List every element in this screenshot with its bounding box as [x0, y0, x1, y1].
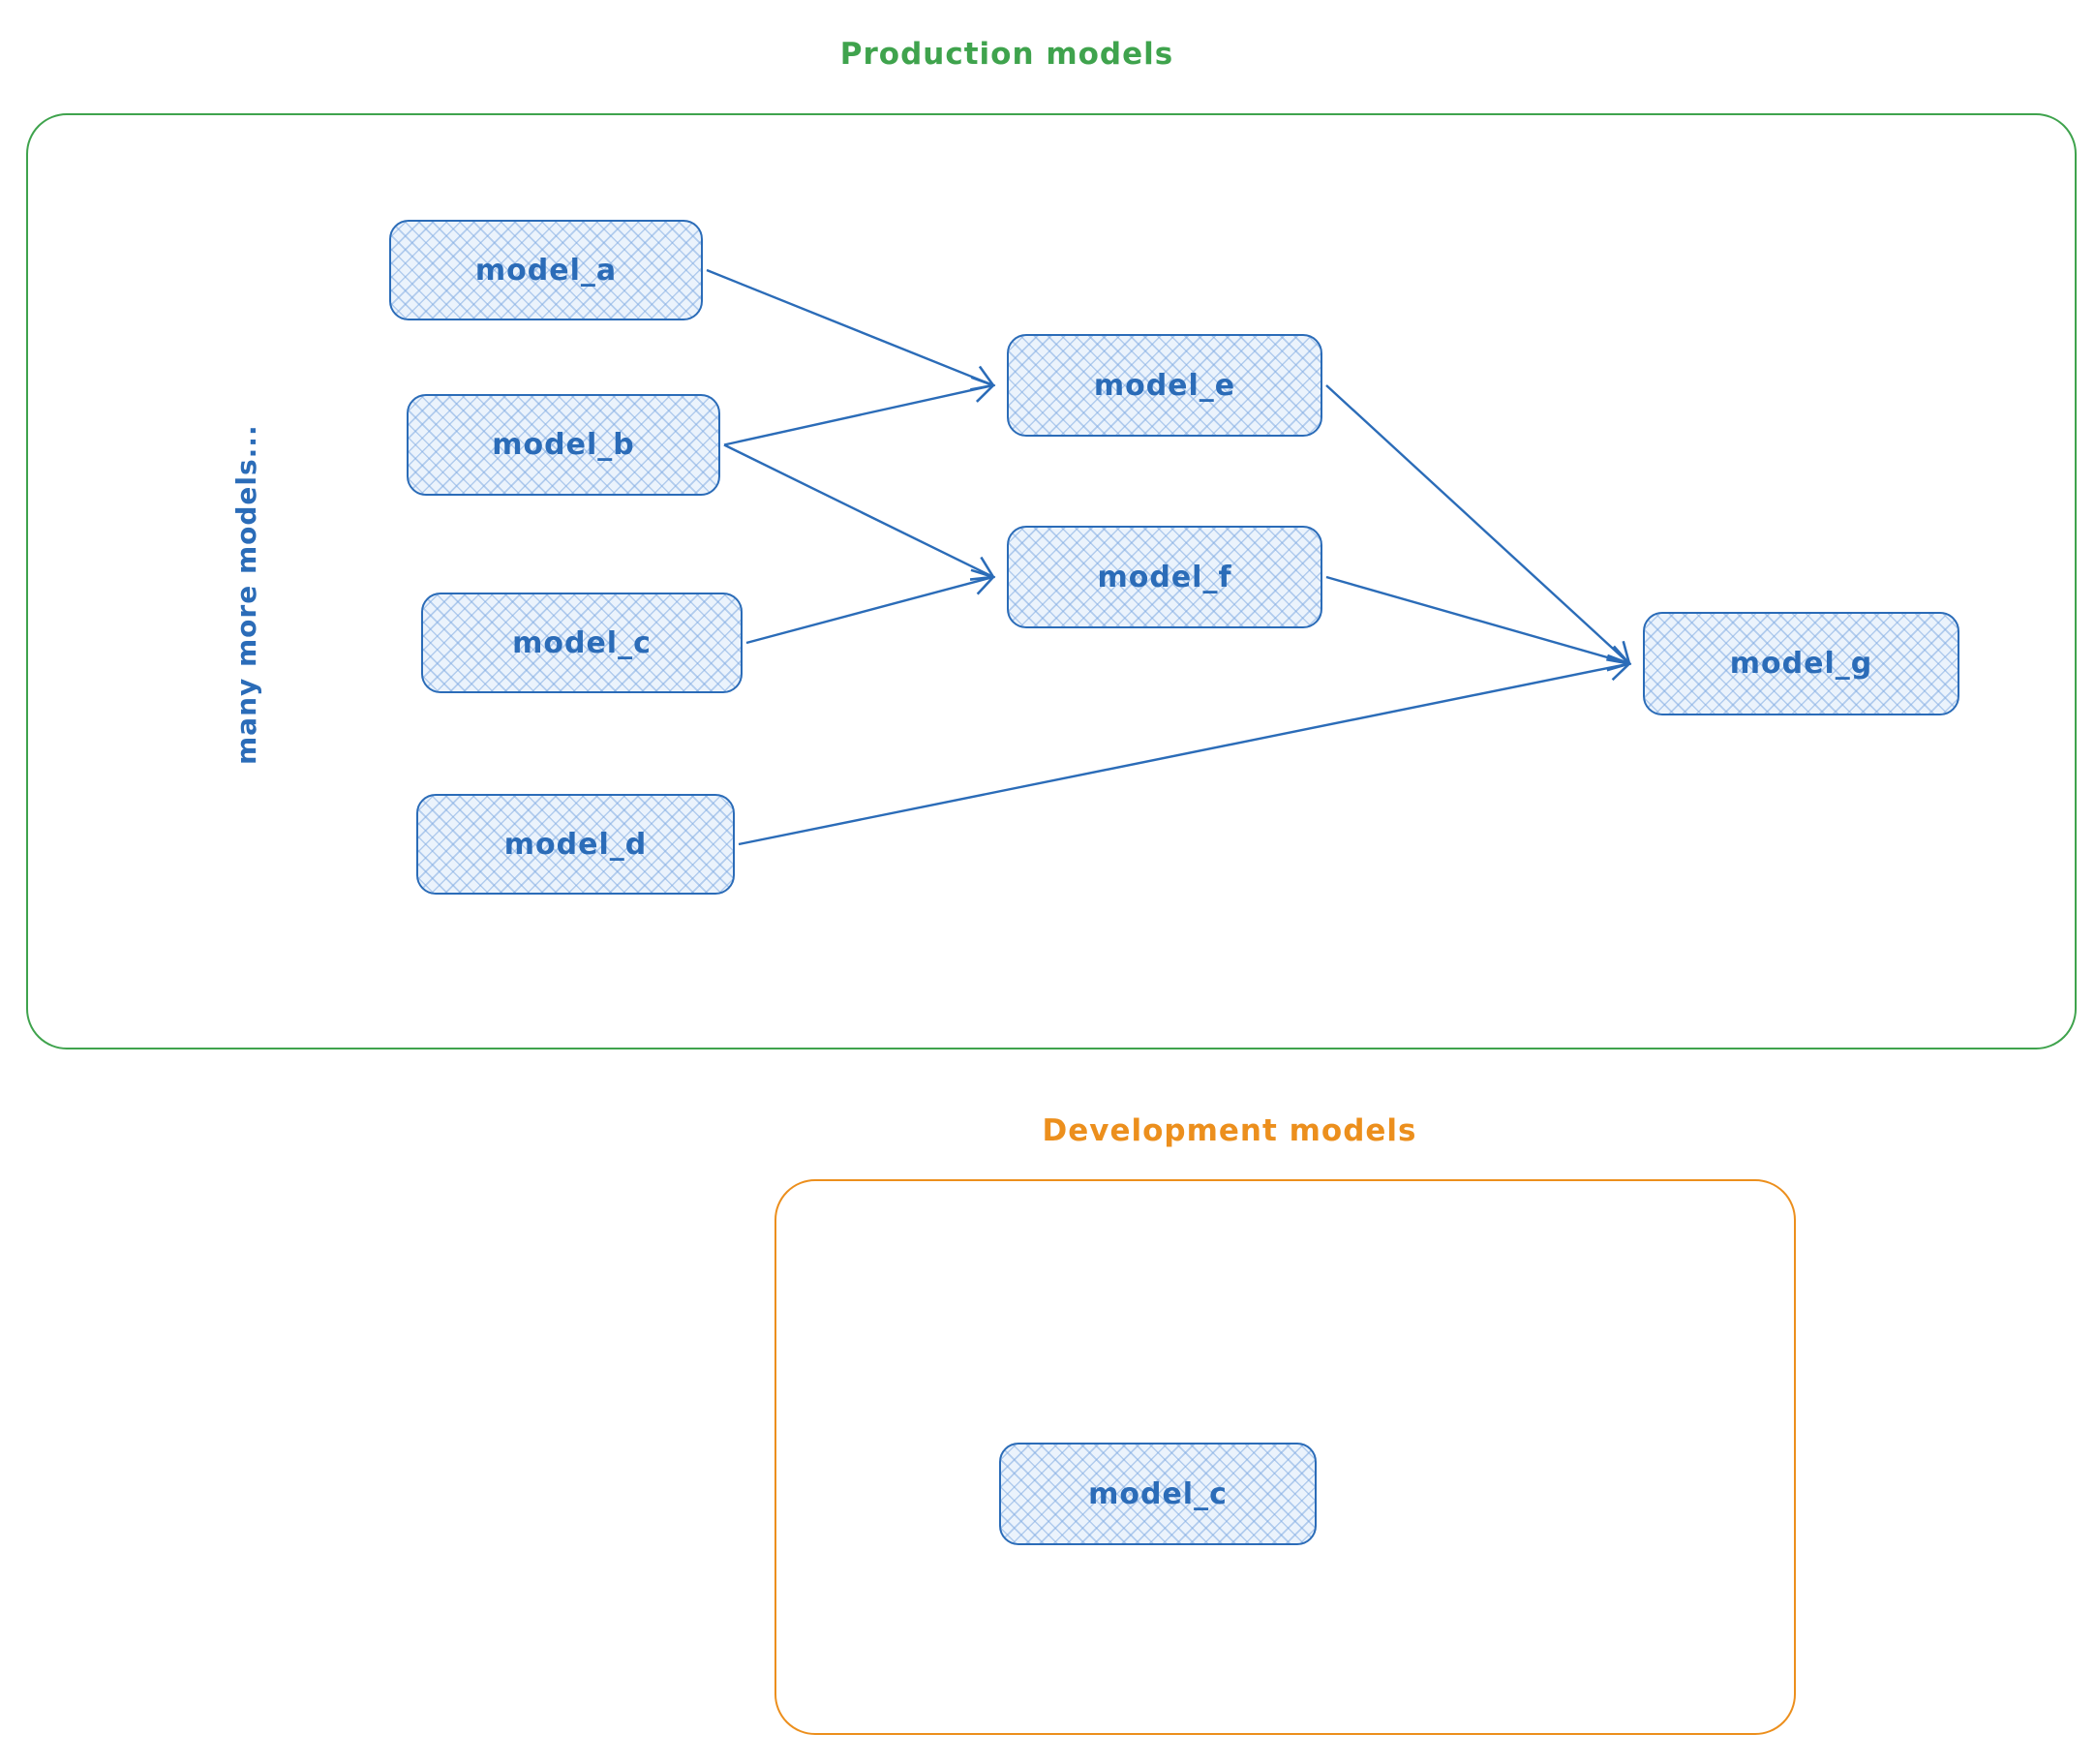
node-model-a: model_a	[389, 220, 703, 320]
production-container	[26, 113, 2077, 1049]
production-title: Production models	[839, 37, 1174, 72]
node-model-c: model_c	[421, 593, 743, 693]
node-model-d: model_d	[416, 794, 735, 895]
node-model-e: model_e	[1007, 334, 1322, 437]
node-model-d-label: model_d	[503, 827, 648, 862]
node-model-f-label: model_f	[1097, 560, 1232, 594]
development-container	[774, 1179, 1796, 1735]
node-dev-model-c-label: model_c	[1088, 1476, 1228, 1511]
node-model-f: model_f	[1007, 526, 1322, 628]
many-more-models-note: many more models...	[230, 424, 262, 765]
node-model-e-label: model_e	[1093, 368, 1236, 403]
node-model-b-label: model_b	[492, 428, 635, 462]
node-model-b: model_b	[407, 394, 720, 496]
node-model-a-label: model_a	[474, 253, 618, 288]
node-model-g-label: model_g	[1729, 647, 1873, 681]
node-dev-model-c: model_c	[999, 1443, 1317, 1545]
node-model-g: model_g	[1643, 612, 1959, 715]
node-model-c-label: model_c	[512, 625, 652, 660]
development-title: Development models	[1042, 1113, 1417, 1148]
